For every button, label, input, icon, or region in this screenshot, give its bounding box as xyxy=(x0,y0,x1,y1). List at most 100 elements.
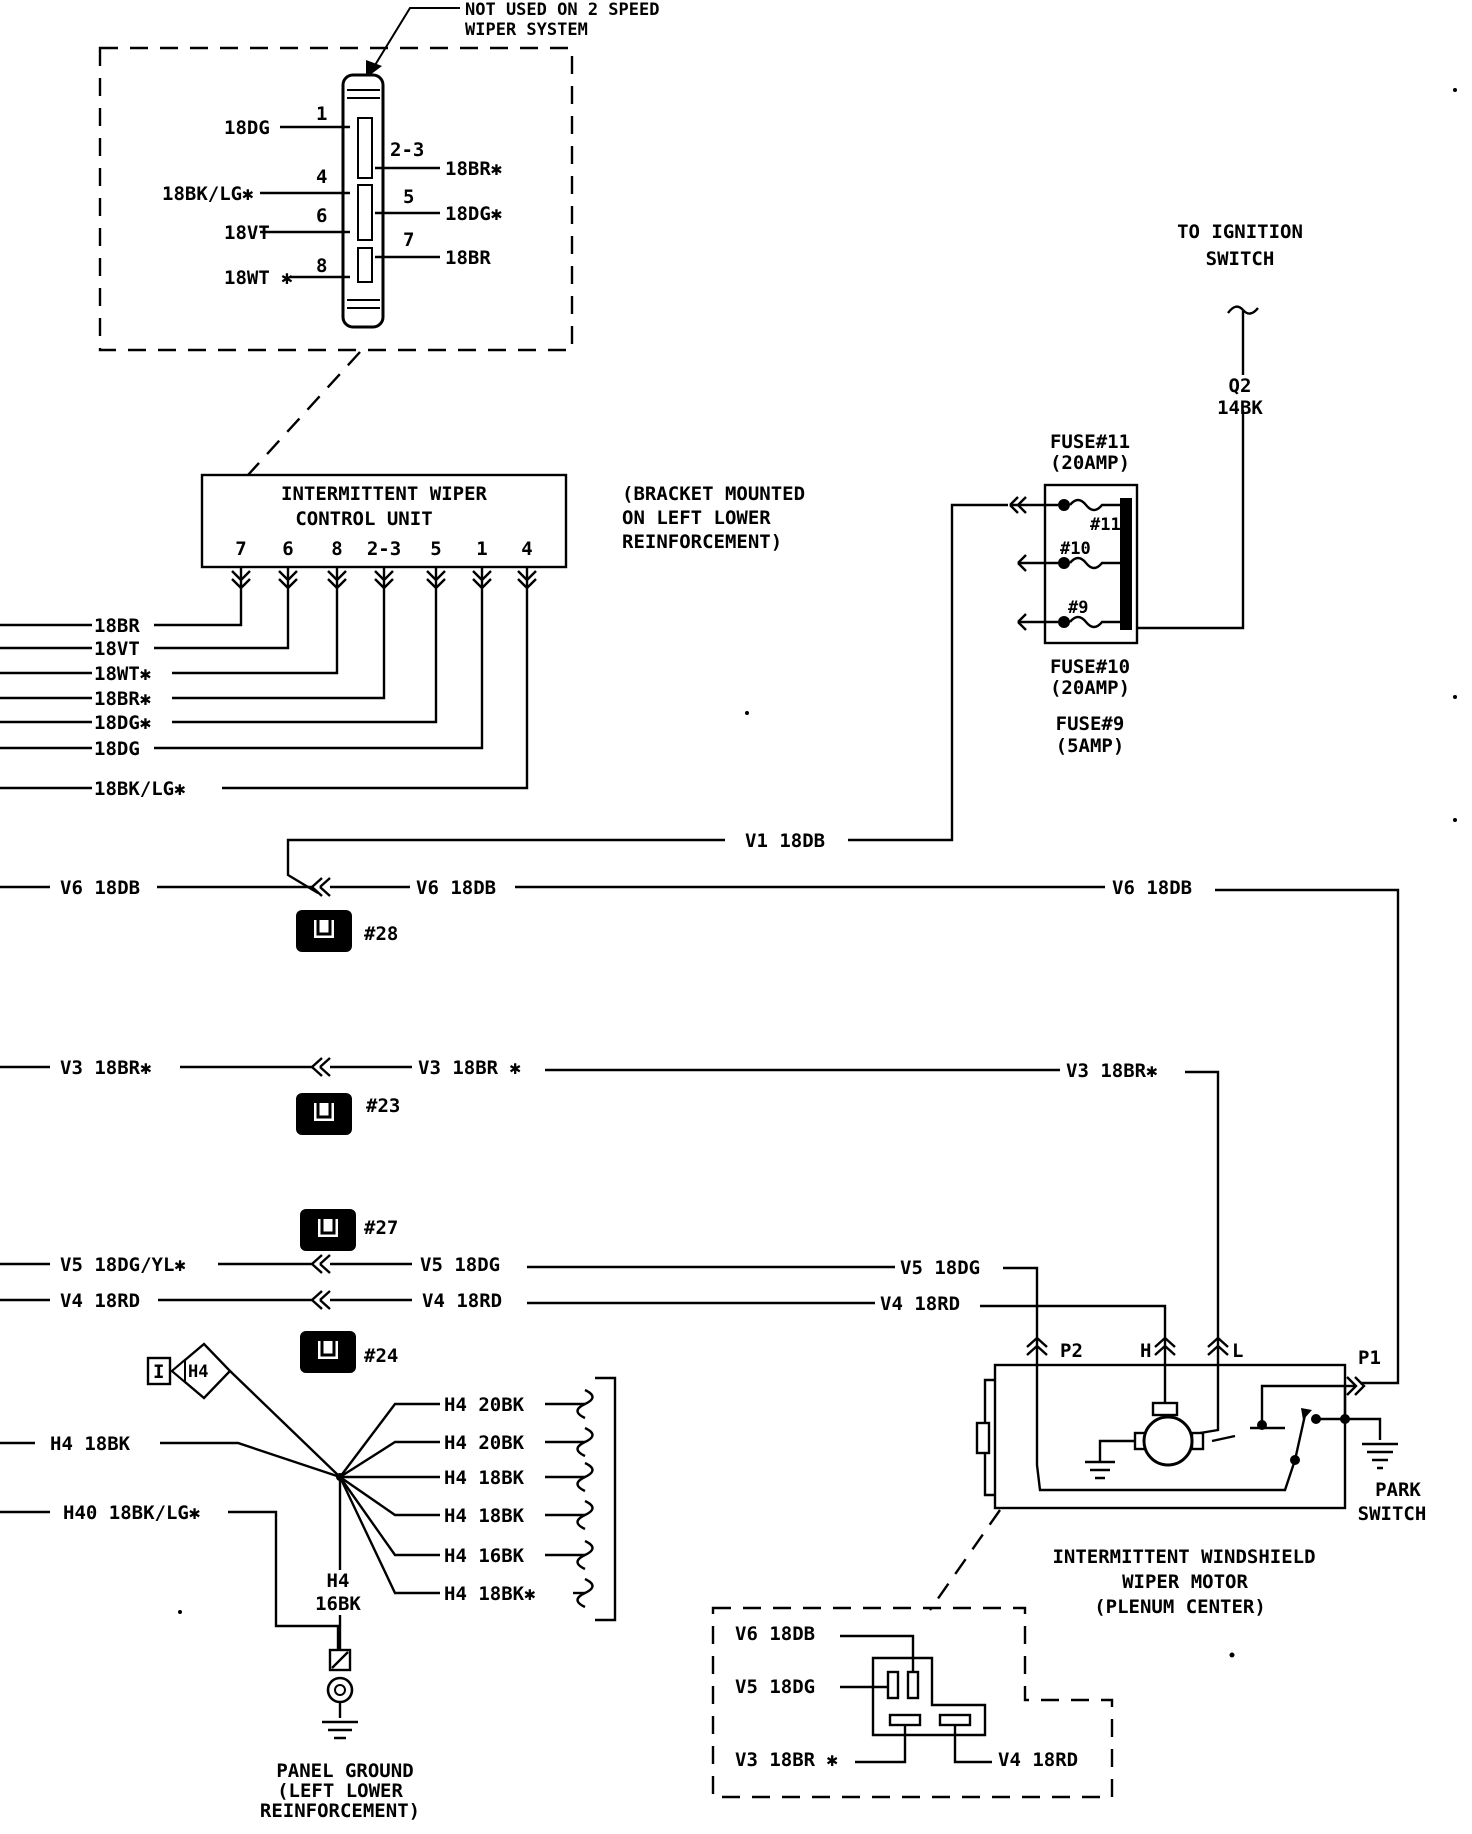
terminal-p1: P1 xyxy=(1358,1347,1381,1369)
v3-left-label: V3 18BR✱ xyxy=(60,1057,152,1079)
motor-label-2: WIPER MOTOR xyxy=(1122,1571,1248,1593)
v5-left-label: V5 18DG/YL✱ xyxy=(60,1254,186,1276)
cu-pin-7: 7 xyxy=(235,538,246,560)
fuse-inner-11: #11 xyxy=(1090,515,1121,535)
fuse-inner-10: #10 xyxy=(1060,539,1091,559)
terminal-l: L xyxy=(1232,1340,1243,1362)
callout-line-2: WIPER SYSTEM xyxy=(465,20,588,40)
wire-break-mark xyxy=(576,1577,594,1609)
control-unit-title-2: CONTROL UNIT xyxy=(295,508,432,530)
wire-2-3-label: 18BR✱ xyxy=(445,158,502,180)
cu-pin-6: 6 xyxy=(282,538,293,560)
bracket-note-3: REINFORCEMENT) xyxy=(622,531,782,553)
connector-body xyxy=(341,73,385,329)
fuse11-label-1: FUSE#11 xyxy=(1050,431,1130,453)
cu-pin-4: 4 xyxy=(521,538,532,560)
splice-23: #23 xyxy=(296,1093,400,1135)
h4-branch-5: H4 16BK xyxy=(444,1545,525,1567)
v6-circuit: V6 18DB V6 18DB V6 18DB xyxy=(0,877,1400,1385)
v3-right-label: V3 18BR✱ xyxy=(1066,1060,1158,1082)
fuse9-label-2: (5AMP) xyxy=(1056,735,1125,757)
cu-wire-8-label: 18WT✱ xyxy=(94,663,151,685)
fuse11-label-2: (20AMP) xyxy=(1050,452,1130,474)
v3-circuit: V3 18BR✱ V3 18BR ✱ V3 18BR✱ xyxy=(0,1057,1220,1338)
wire-break-mark xyxy=(576,1426,594,1458)
v5-circuit: V5 18DG/YL✱ V5 18DG V5 18DG xyxy=(0,1254,1039,1338)
cu-wire-5-label: 18DG✱ xyxy=(94,712,151,734)
fuse-inner-9: #9 xyxy=(1068,598,1088,618)
cu-wire-7-label: 18BR xyxy=(94,615,140,637)
pin-5: 5 xyxy=(403,186,414,208)
wire-break-mark xyxy=(576,1388,594,1420)
cu-wire-1-label: 18DG xyxy=(94,738,140,760)
terminal-p2: P2 xyxy=(1060,1340,1083,1362)
splice-24: #24 xyxy=(300,1331,398,1373)
h4-branch-6: H4 18BK✱ xyxy=(444,1583,536,1605)
wire-1-label: 18DG xyxy=(224,117,270,139)
pin-7: 7 xyxy=(403,229,414,251)
fuse10-label-1: FUSE#10 xyxy=(1050,656,1130,678)
intermittent-wiper-motor: P2 H L P1 PARK SWITCH INTERMITTENT WIND xyxy=(929,1336,1427,1618)
h4-branch-1: H4 20BK xyxy=(444,1394,525,1416)
h4-down-gauge: 16BK xyxy=(315,1593,361,1615)
cu-terminal-chevron xyxy=(278,567,298,590)
splice-28-label: #28 xyxy=(364,923,398,945)
wire-break-mark xyxy=(576,1539,594,1571)
bracket-note-2: ON LEFT LOWER xyxy=(622,507,771,529)
scan-specks xyxy=(178,88,1457,1658)
pin-4: 4 xyxy=(316,166,327,188)
cu-wire-4-label: 18BK/LG✱ xyxy=(94,778,186,800)
panel-ground-label-1: PANEL GROUND xyxy=(276,1760,413,1782)
wire-break-mark xyxy=(576,1499,594,1531)
park-switch-label-2: SWITCH xyxy=(1358,1503,1427,1525)
v5-right-label: V5 18DG xyxy=(900,1257,980,1279)
v4-mid-label: V4 18RD xyxy=(422,1290,502,1312)
h4-branch-3: H4 18BK xyxy=(444,1467,525,1489)
panel-ground-label-3: REINFORCEMENT) xyxy=(260,1800,420,1822)
mc-wire-v3: V3 18BR ✱ xyxy=(735,1749,838,1771)
cu-wire-6-label: 18VT xyxy=(94,638,140,660)
h4-branch-2: H4 20BK xyxy=(444,1432,525,1454)
bracket-note-1: (BRACKET MOUNTED xyxy=(622,483,805,505)
wire-break-mark xyxy=(576,1461,594,1493)
callout-line-1: NOT USED ON 2 SPEED xyxy=(465,0,659,20)
cu-terminal-chevron xyxy=(426,567,446,590)
pin-2-3: 2-3 xyxy=(390,139,424,161)
cu-terminal-chevron xyxy=(517,567,537,590)
wire-6-label: 18VT xyxy=(224,222,270,244)
wire-5-label: 18DG✱ xyxy=(445,203,502,225)
cu-terminal-chevron xyxy=(472,567,492,590)
cu-terminal-chevron xyxy=(374,567,394,590)
h40-left-label: H40 18BK/LG✱ xyxy=(63,1502,200,1524)
v6-left-label: V6 18DB xyxy=(60,877,140,899)
panel-ground-label-2: (LEFT LOWER xyxy=(277,1780,403,1802)
v3-mid-label: V3 18BR ✱ xyxy=(418,1057,521,1079)
cu-wire-2-3-label: 18BR✱ xyxy=(94,688,151,710)
cu-terminal-chevron xyxy=(327,567,347,590)
cu-pin-1: 1 xyxy=(476,538,487,560)
h4-branch-4: H4 18BK xyxy=(444,1505,525,1527)
ignition-label-1: TO IGNITION xyxy=(1177,221,1303,243)
splice-28: #28 xyxy=(296,910,398,952)
splice-27: #27 xyxy=(300,1209,398,1251)
pin-6: 6 xyxy=(316,205,327,227)
cu-pin-2-3: 2-3 xyxy=(367,538,401,560)
mc-wire-v6: V6 18DB xyxy=(735,1623,815,1645)
pin-8: 8 xyxy=(316,255,327,277)
mc-wire-v4: V4 18RD xyxy=(998,1749,1078,1771)
wire-7-label: 18BR xyxy=(445,247,491,269)
control-unit-title-1: INTERMITTENT WIPER xyxy=(281,483,487,505)
splice-27-label: #27 xyxy=(364,1217,398,1239)
h4-down-id: H4 xyxy=(327,1570,350,1592)
q2-wire-id: Q2 xyxy=(1229,375,1252,397)
cu-terminal-chevron xyxy=(231,567,251,590)
wire-4-label: 18BK/LG✱ xyxy=(162,183,254,205)
v6-mid-label: V6 18DB xyxy=(416,877,496,899)
intermittent-wiper-control-unit: INTERMITTENT WIPER CONTROL UNIT 7 6 8 2-… xyxy=(0,473,805,800)
fuse9-label-1: FUSE#9 xyxy=(1056,713,1125,735)
ignition-label-2: SWITCH xyxy=(1206,248,1275,270)
q2-wire-gauge: 14BK xyxy=(1217,397,1263,419)
ground-tag-letter: I xyxy=(153,1361,164,1383)
fuse-bus-bar xyxy=(1120,498,1132,630)
